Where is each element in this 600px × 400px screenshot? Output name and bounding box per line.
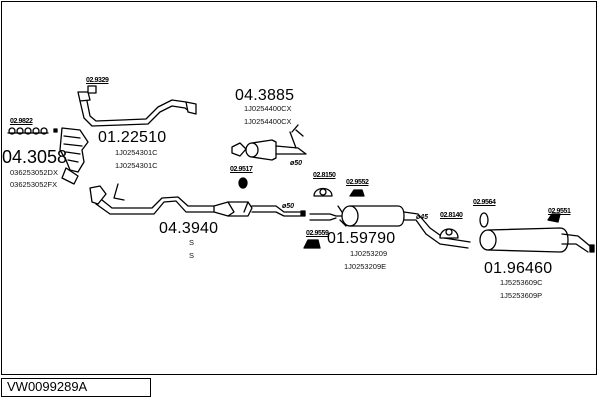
rear-hanger-part-number: 02.9564 xyxy=(473,199,496,206)
middle-muffler-icon xyxy=(309,205,471,249)
rear-hanger2-part-number: 02.9551 xyxy=(548,208,571,215)
rear-muffler-oe-1: 1J5253609C xyxy=(500,278,543,287)
rear-clamp-part-number: 02.8140 xyxy=(440,212,463,219)
middle-clamp-part-number: 02.8150 xyxy=(313,172,336,179)
manifold-oe-1: 036253052DX xyxy=(10,168,58,177)
front-pipe-oe-2: 1J0254301C xyxy=(115,161,158,170)
main-catalyst-oe-1: S xyxy=(189,238,195,247)
hanger-icon xyxy=(547,213,561,223)
upper-catalyst-oe-1: 1J0254400CX xyxy=(244,104,292,113)
front-pipe-gasket-icon xyxy=(87,85,97,94)
manifold-oe-2: 036253052FX xyxy=(10,180,58,189)
exhaust-manifold-icon xyxy=(59,127,89,185)
hanger-icon xyxy=(303,239,321,249)
upper-catalyst-reference: 04.3885 xyxy=(235,87,295,104)
main-catalyst-diameter: ø50 xyxy=(282,203,295,210)
manifold-gasket-part-number: 02.9822 xyxy=(10,118,33,125)
upper-catalyst-seal-part-number: 02.9517 xyxy=(230,166,253,173)
bolt-icon xyxy=(53,128,58,133)
diagram-title: VW0099289A xyxy=(1,378,151,397)
middle-hanger2-part-number: 02.9559 xyxy=(306,230,329,237)
upper-catalyst-oe-2: 1J0254400CX xyxy=(244,117,292,126)
main-catalyst-oe-2: S xyxy=(189,251,195,260)
middle-muffler-reference: 01.59790 xyxy=(327,230,396,247)
flange-icon xyxy=(89,183,125,205)
front-pipe-reference: 01.22510 xyxy=(98,129,167,146)
middle-muffler-oe-1: 1J0253209 xyxy=(350,249,388,258)
clamp-icon xyxy=(313,187,333,197)
rear-muffler-reference: 01.96460 xyxy=(484,260,553,277)
manifold-reference: 04.3058 xyxy=(2,147,68,167)
upper-catalyst-icon xyxy=(231,124,307,161)
middle-muffler-oe-2: 1J0253209E xyxy=(344,262,387,271)
middle-muffler-diameter: ø45 xyxy=(416,214,429,221)
seal-ring-icon xyxy=(238,177,248,189)
main-catalyst-pipe-icon xyxy=(95,196,306,217)
main-catalyst-reference: 04.3940 xyxy=(159,220,219,237)
rear-muffler-oe-2: 1J5253609P xyxy=(500,291,543,300)
clamp-icon xyxy=(439,228,459,239)
manifold-gasket-icon xyxy=(7,127,49,135)
middle-hanger-part-number: 02.9552 xyxy=(346,179,369,186)
rear-muffler-icon xyxy=(479,227,595,253)
front-pipe-gasket-part-number: 02.9329 xyxy=(86,77,109,84)
hanger-icon xyxy=(349,189,365,197)
front-pipe-icon xyxy=(77,91,197,127)
upper-catalyst-diameter: ø50 xyxy=(290,160,303,167)
front-pipe-oe-1: 1J0254301C xyxy=(115,148,158,157)
hanger-icon xyxy=(479,212,489,228)
